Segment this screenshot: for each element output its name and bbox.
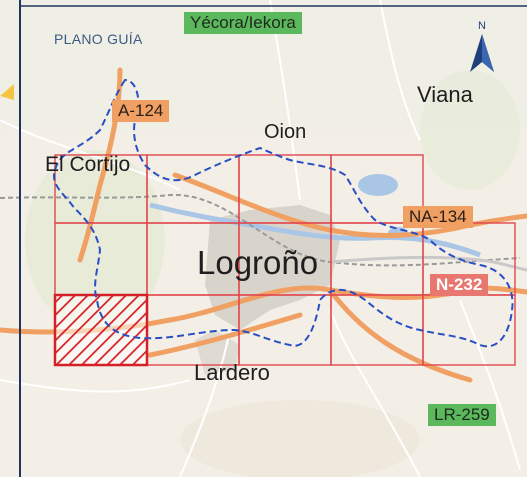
terrain-green-west [25,150,165,330]
north-arrow-icon [470,34,494,72]
map-title: PLANO GUÍA [54,31,143,47]
badge-yecora: Yécora/Iekora [184,12,302,34]
terrain-south [180,400,420,477]
place-label-lardero: Lardero [194,360,270,385]
place-label-el-cortijo: El Cortijo [45,153,131,176]
badge-a124: A-124 [112,100,170,122]
railway [0,193,521,267]
highway-ap68 [329,255,527,272]
place-label-logrono: Logroño [197,244,319,281]
reservoir [358,174,398,196]
route-boundary [53,78,514,348]
corner-tab [0,84,14,100]
badge-na134: NA-134 [403,206,473,228]
place-label-oion: Oion [264,121,307,143]
place-label-viana: Viana [417,82,473,107]
badge-lr259: LR-259 [428,404,496,426]
highlighted-sheet[interactable] [53,293,149,367]
badge-n232: N-232 [430,274,489,296]
terrain-green-east [420,70,520,190]
north-letter: N [478,20,486,32]
